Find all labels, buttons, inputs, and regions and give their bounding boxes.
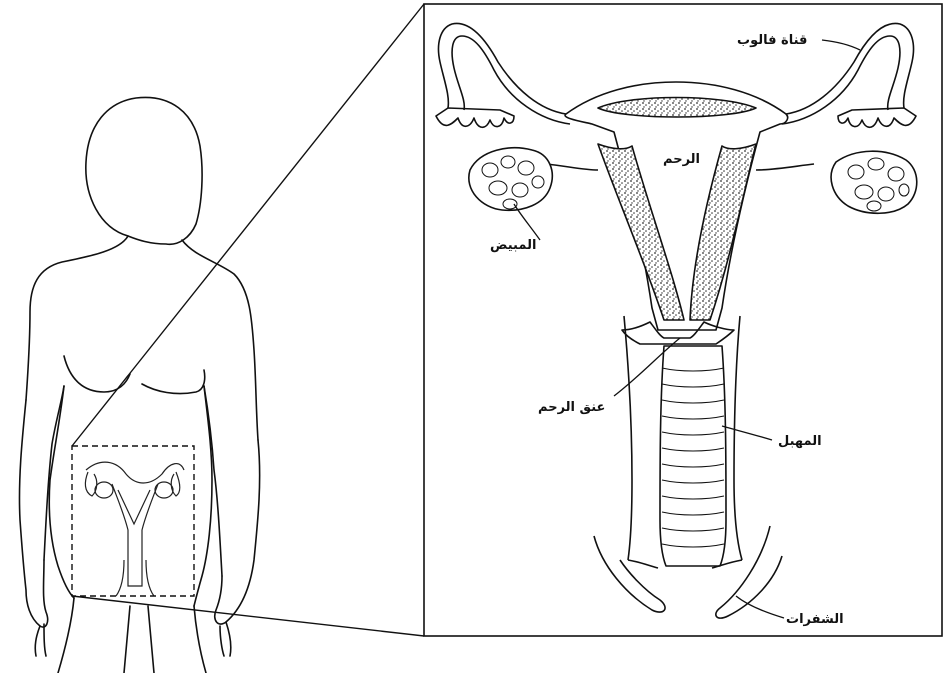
inner-legs <box>124 606 154 673</box>
zoom-line-top <box>72 4 424 446</box>
label-ovary: المبيض <box>490 238 536 253</box>
right-hand-fingers <box>220 622 231 656</box>
zoom-line-bottom <box>72 596 424 636</box>
waist-left <box>49 386 74 598</box>
ovary-left <box>469 148 552 211</box>
neck-shoulders-left <box>26 236 128 400</box>
ovary-right <box>831 151 917 213</box>
label-fallopian-tube: قناة فالوب <box>737 33 807 48</box>
label-uterus: الرحم <box>663 152 700 167</box>
right-breast <box>142 370 205 394</box>
label-cervix: عنق الرحم <box>538 400 605 415</box>
right-leg <box>194 606 206 673</box>
left-arm-outer <box>19 400 47 627</box>
label-labia: الشفرات <box>786 612 844 627</box>
left-hand-fingers <box>35 624 46 656</box>
label-vagina: المهبل <box>778 434 822 449</box>
neck-shoulders-right <box>182 240 258 440</box>
right-arm-outer <box>215 440 260 624</box>
left-leg <box>58 598 74 673</box>
small-organ-thumbnail <box>85 462 184 596</box>
woman-figure <box>19 97 259 673</box>
head-hair <box>86 97 202 244</box>
